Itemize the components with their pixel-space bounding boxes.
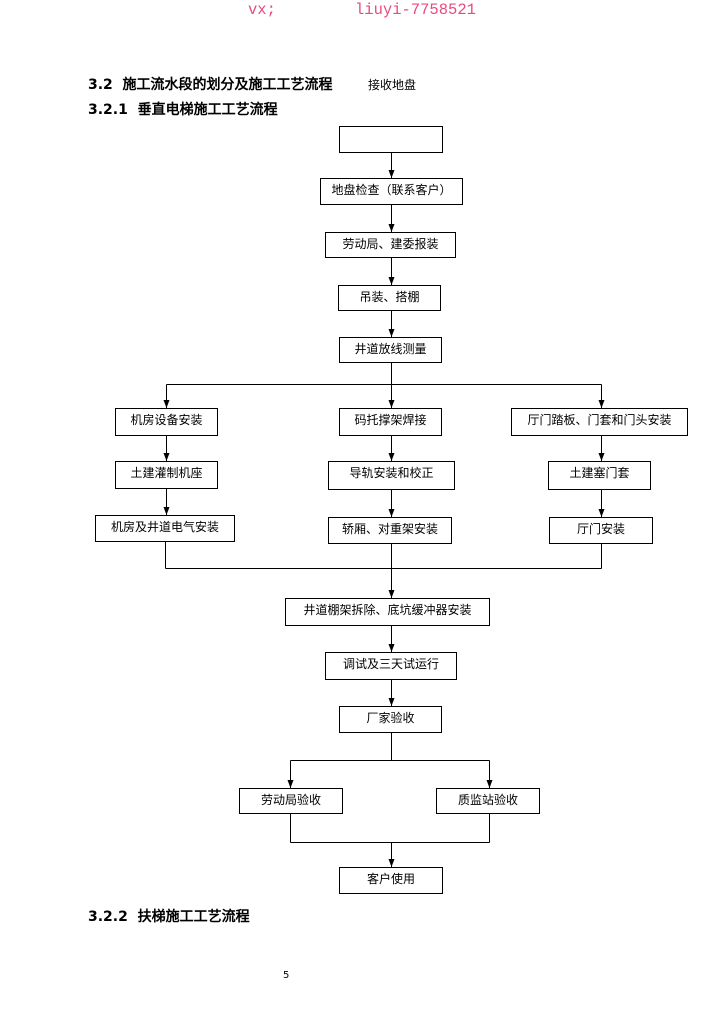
flow-step-factory-acceptance: 厂家验收 <box>339 706 442 733</box>
flow-step-labour-bureau-filing: 劳动局、建委报装 <box>325 232 456 258</box>
flow-step-scaffold-removal: 井道棚架拆除、底坑缓冲器安装 <box>285 598 490 626</box>
flow-step-car-counterweight: 轿厢、对重架安装 <box>328 517 452 544</box>
subsection-heading-elevator: 3.2.1 垂直电梯施工工艺流程 <box>88 102 278 118</box>
flow-step-door-frame-grouting: 土建塞门套 <box>548 461 651 490</box>
flow-step-quality-station-acceptance: 质监站验收 <box>436 788 540 814</box>
flow-step-commissioning: 调试及三天试运行 <box>325 652 457 680</box>
flow-step-labour-bureau-acceptance: 劳动局验收 <box>239 788 343 814</box>
subsection-heading-escalator: 3.2.2 扶梯施工工艺流程 <box>88 909 250 925</box>
flow-step-landing-door-install: 厅门安装 <box>549 517 653 544</box>
watermark-left: vx; <box>248 1 276 19</box>
flow-step-hoisting-scaffold: 吊装、搭棚 <box>338 285 441 311</box>
flow-step-machine-base-casting: 土建灌制机座 <box>115 461 218 489</box>
flow-step-shaft-survey: 井道放线测量 <box>339 337 442 363</box>
flow-step-guide-rail-alignment: 导轨安装和校正 <box>328 461 455 490</box>
watermark-right: liuyi-7758521 <box>355 1 476 19</box>
section-note: 接收地盘 <box>368 78 417 92</box>
page-number: 5 <box>283 970 290 981</box>
flow-step-electrical-installation: 机房及井道电气安装 <box>95 515 235 542</box>
section-heading: 3.2 施工流水段的划分及施工工艺流程 <box>88 77 333 93</box>
flow-step-machine-room-equipment: 机房设备安装 <box>115 408 218 436</box>
flow-step-site-check: 地盘检查（联系客户） <box>320 178 463 205</box>
flow-step-landing-door-frame: 厅门踏板、门套和门头安装 <box>511 408 688 436</box>
flow-step-customer-use: 客户使用 <box>339 867 443 894</box>
flow-step-start-empty <box>339 126 443 153</box>
flow-step-bracket-welding: 码托撑架焊接 <box>339 408 442 436</box>
